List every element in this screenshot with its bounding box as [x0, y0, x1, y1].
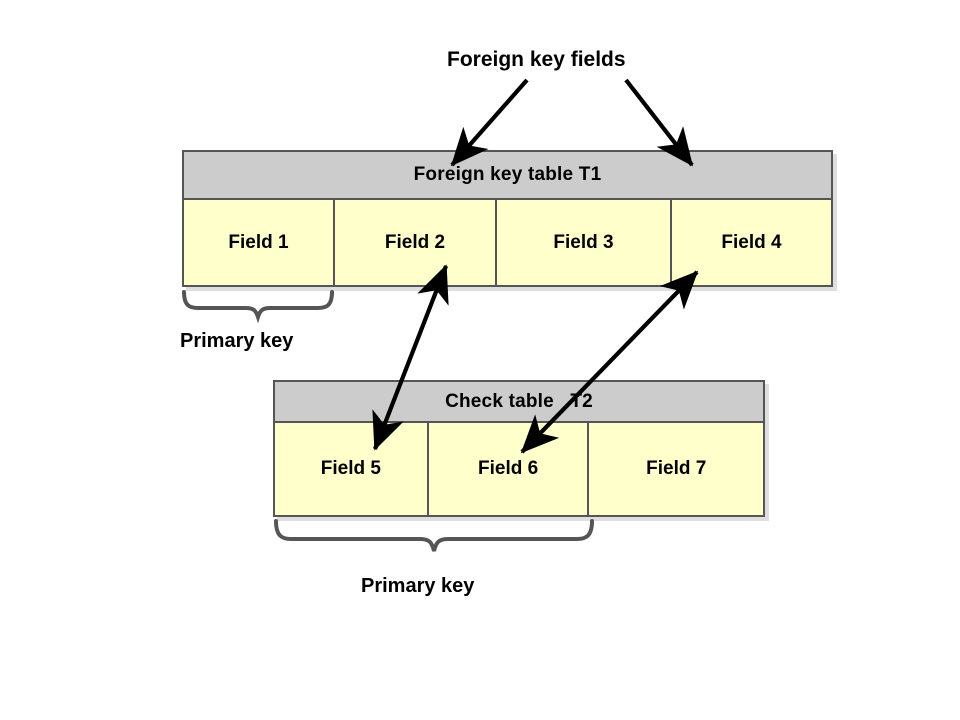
- field-cell-field-5[interactable]: Field 5: [275, 423, 429, 515]
- brace-primary-key-t2: [274, 519, 594, 552]
- primary-key-label-t2: Primary key: [361, 575, 475, 597]
- primary-key-label-t1: Primary key: [180, 330, 294, 352]
- field-cell-field-2[interactable]: Field 2: [335, 200, 497, 285]
- field-cell-field-1[interactable]: Field 1: [184, 200, 335, 285]
- foreign-key-table-t1: Foreign key table T1 Field 1 Field 2 Fie…: [182, 150, 833, 287]
- foreign-key-fields-title: Foreign key fields: [447, 48, 626, 71]
- brace-primary-key-t1: [182, 290, 334, 324]
- check-table-t2-row: Field 5 Field 6 Field 7: [273, 423, 765, 517]
- foreign-key-table-t1-row: Field 1 Field 2 Field 3 Field 4: [182, 200, 833, 287]
- check-table-t2: Check table T2 Field 5 Field 6 Field 7: [273, 380, 765, 517]
- foreign-key-table-t1-header: Foreign key table T1: [182, 150, 833, 200]
- field-cell-field-4[interactable]: Field 4: [672, 200, 831, 285]
- check-table-t2-header: Check table T2: [273, 380, 765, 423]
- field-cell-field-3[interactable]: Field 3: [497, 200, 672, 285]
- field-cell-field-7[interactable]: Field 7: [589, 423, 763, 515]
- field-cell-field-6[interactable]: Field 6: [428, 423, 590, 515]
